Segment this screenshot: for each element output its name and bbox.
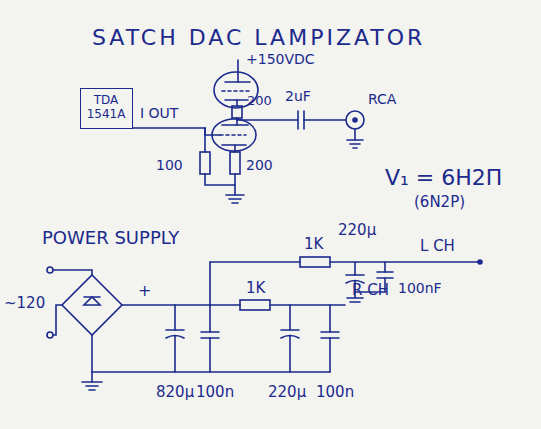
wire bbox=[210, 304, 240, 306]
wire bbox=[205, 128, 220, 135]
section-title: POWER SUPPLY bbox=[42, 228, 179, 248]
terminal-dot bbox=[478, 260, 482, 264]
ground-symbol bbox=[226, 195, 244, 203]
bridge-rectifier-symbol bbox=[62, 275, 122, 335]
rca-jack-symbol bbox=[346, 111, 364, 148]
chip-name: TDA 1541A bbox=[86, 94, 126, 122]
resistor-symbol bbox=[300, 257, 330, 267]
capacitor-value: 2uF bbox=[285, 89, 311, 104]
capacitor-value: 220µ bbox=[268, 384, 306, 401]
wire-group bbox=[133, 127, 205, 129]
voltage-label: +150VDC bbox=[246, 52, 315, 67]
channel-name: R CH bbox=[352, 282, 389, 299]
tube-type: (6N2P) bbox=[414, 194, 465, 211]
resistor-value: 1K bbox=[246, 280, 265, 297]
diagram-title: SATCH DAC LAMPIZATOR bbox=[92, 26, 425, 50]
wire bbox=[270, 304, 345, 306]
wire bbox=[210, 262, 300, 305]
wire bbox=[330, 261, 480, 263]
resistor-symbol bbox=[232, 106, 242, 118]
capacitor-value: 100n bbox=[316, 384, 354, 401]
capacitor-value: 220µ bbox=[338, 222, 376, 239]
wire bbox=[204, 128, 206, 152]
wire bbox=[304, 119, 346, 121]
resistor-value: 100 bbox=[156, 158, 183, 173]
capacitor-symbol bbox=[281, 305, 299, 372]
resistor-symbol bbox=[200, 152, 210, 174]
capacitor-symbol bbox=[298, 111, 304, 129]
connector-name: RCA bbox=[368, 92, 396, 107]
signal-name: I OUT bbox=[140, 106, 178, 121]
channel-name: L CH bbox=[420, 238, 455, 255]
capacitor-symbol bbox=[166, 305, 184, 372]
wire bbox=[237, 119, 298, 121]
capacitor-symbol bbox=[201, 305, 219, 372]
chip-box: TDA 1541A bbox=[80, 88, 133, 129]
capacitor-value: 100n bbox=[196, 384, 234, 401]
ground-symbol bbox=[82, 372, 102, 390]
capacitor-value: 820µ bbox=[156, 384, 194, 401]
wire bbox=[122, 304, 210, 306]
wire bbox=[234, 174, 236, 195]
wire bbox=[234, 145, 236, 152]
resistor-symbol bbox=[230, 152, 240, 174]
resistor-value: 200 bbox=[246, 158, 273, 173]
voltage-label: ~120 bbox=[4, 295, 45, 312]
resistor-symbol bbox=[240, 300, 270, 310]
resistor-value: 200 bbox=[247, 94, 272, 108]
wire bbox=[205, 174, 235, 185]
wire bbox=[133, 127, 205, 129]
capacitor-symbol bbox=[321, 305, 339, 372]
polarity-mark: + bbox=[138, 282, 151, 300]
resistor-value: 1K bbox=[304, 236, 323, 253]
ground-rail bbox=[92, 371, 330, 373]
wire bbox=[91, 335, 93, 372]
tube-type: V₁ = 6H2Π bbox=[385, 166, 502, 190]
capacitor-value: 100nF bbox=[398, 281, 442, 296]
